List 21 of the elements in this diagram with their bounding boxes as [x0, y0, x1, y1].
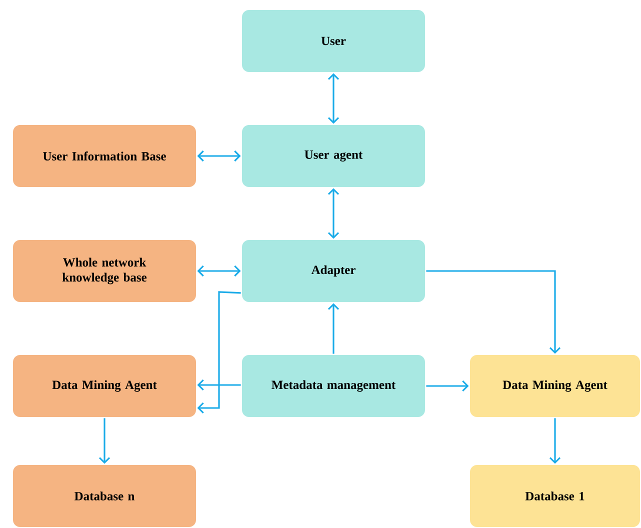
arrow	[197, 265, 241, 277]
process-box: Whole network knowledge base	[13, 240, 196, 302]
process-box: User agent	[242, 125, 425, 187]
arrow	[549, 418, 561, 464]
process-box: User	[242, 10, 425, 72]
arrow	[426, 380, 469, 392]
process-box: Database n	[13, 465, 196, 527]
arrow	[328, 73, 340, 124]
arrow	[197, 379, 241, 391]
process-box: Adapter	[242, 240, 425, 302]
process-box: Data Mining Agent	[470, 355, 640, 417]
process-box: User Information Base	[13, 125, 196, 187]
process-box: Database 1	[470, 465, 640, 527]
process-box: Data Mining Agent	[13, 355, 196, 417]
arrow	[98, 418, 110, 464]
arrow	[197, 291, 241, 414]
arrow	[197, 150, 241, 162]
arrow	[328, 188, 340, 239]
process-box: Metadata management	[242, 355, 425, 417]
arrow	[328, 303, 340, 354]
arrow	[426, 270, 561, 354]
